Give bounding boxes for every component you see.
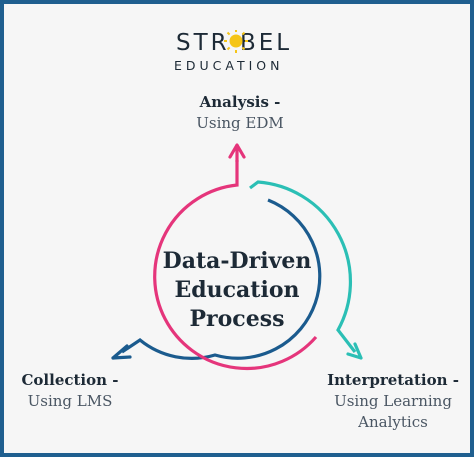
sun-icon	[224, 30, 248, 53]
logo-subtitle: EDUCATION	[174, 58, 284, 73]
center-line-1: Data-Driven	[162, 248, 312, 274]
stage-analysis-sub: Using EDM	[196, 114, 284, 132]
stage-analysis: Analysis - Using EDM	[180, 92, 300, 134]
teal-arc	[249, 180, 357, 353]
stage-interpretation-sub-2: Analytics	[358, 413, 428, 431]
center-line-3: Process	[189, 306, 285, 332]
center-title: Data-Driven Education Process	[150, 247, 324, 334]
stage-collection-title: Collection -	[21, 371, 119, 389]
teal-arrowhead	[346, 342, 363, 360]
strobel-education-logo: STR BEL EDUCATION	[150, 30, 324, 74]
stage-analysis-title: Analysis -	[199, 93, 281, 111]
navy-arc	[121, 198, 322, 360]
navy-arrowhead	[111, 344, 132, 360]
stage-interpretation-sub-1: Using Learning	[334, 392, 452, 410]
pink-arc	[153, 160, 318, 371]
stage-interpretation: Interpretation - Using Learning Analytic…	[320, 370, 466, 433]
stage-interpretation-title: Interpretation -	[327, 371, 459, 389]
stage-collection-sub: Using LMS	[27, 392, 113, 410]
stage-collection: Collection - Using LMS	[8, 370, 132, 412]
center-line-2: Education	[174, 277, 300, 303]
